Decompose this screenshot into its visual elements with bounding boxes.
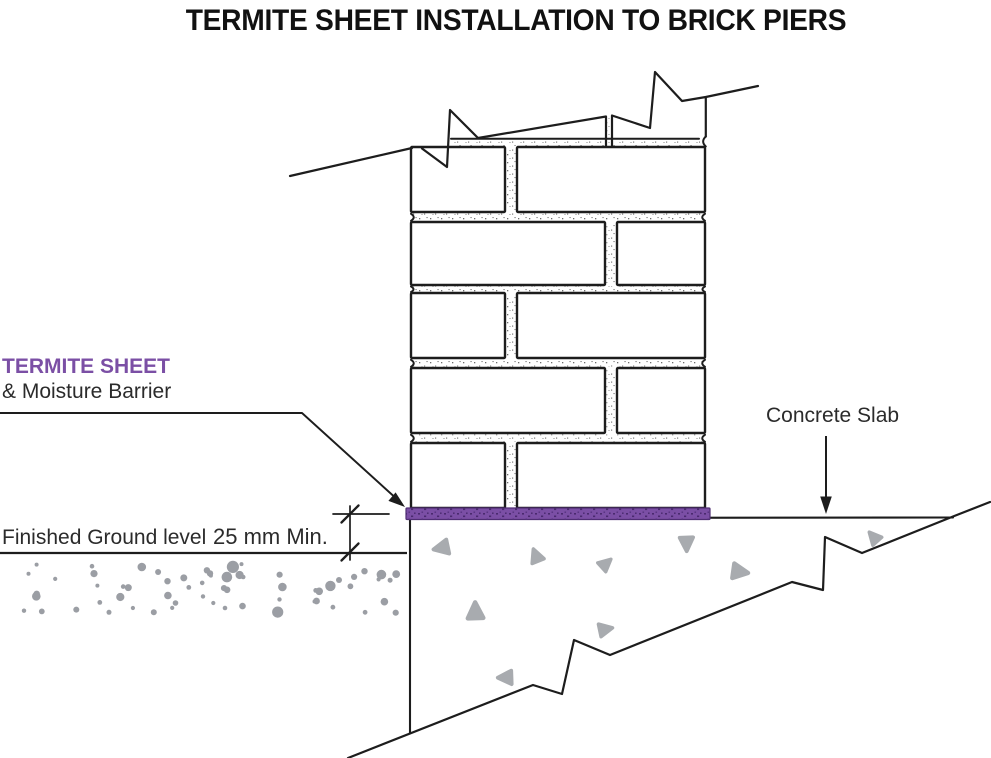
termite-sheet-bar: [405, 507, 711, 521]
finished-ground-label: Finished Ground level: [2, 526, 207, 549]
aggregate-texture: [431, 530, 884, 686]
termite-sheet-label: TERMITE SHEET: [2, 355, 171, 378]
gravel-texture: [21, 560, 401, 618]
top-break-lines: [288, 70, 760, 178]
brick-pier: [409, 145, 707, 510]
min-clearance-label: 25 mm Min.: [213, 524, 328, 549]
mortar-joints: [412, 118, 705, 506]
moisture-barrier-label: & Moisture Barrier: [2, 380, 172, 403]
dimension-marker: [332, 504, 390, 562]
concrete-slab-arrow: [820, 436, 832, 514]
concrete-slab-label: Concrete Slab: [766, 404, 900, 427]
termite-sheet-leader-arrow: [0, 412, 405, 507]
page-title: TERMITE SHEET INSTALLATION TO BRICK PIER…: [185, 4, 847, 37]
mortar-edge-notches: [410, 135, 707, 443]
